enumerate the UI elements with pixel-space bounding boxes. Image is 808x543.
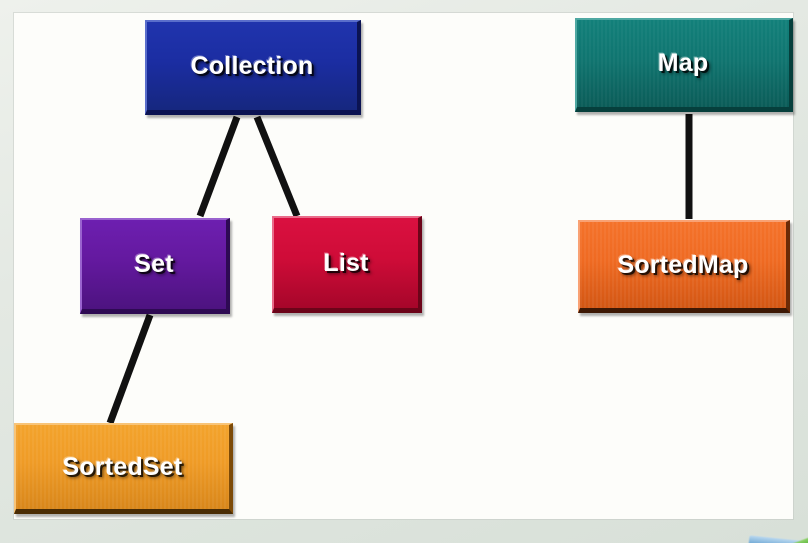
node-list[interactable]: List xyxy=(272,216,422,313)
diagram-canvas: Collection Map Set List SortedMap Sorted… xyxy=(14,13,793,519)
edge-collection-set xyxy=(196,115,241,218)
node-sortedset[interactable]: SortedSet xyxy=(14,423,233,514)
node-collection[interactable]: Collection xyxy=(145,20,361,115)
node-collection-label: Collection xyxy=(190,51,314,80)
node-map-label: Map xyxy=(657,49,709,77)
node-sortedset-label: SortedSet xyxy=(62,452,183,481)
node-set-label: Set xyxy=(134,250,174,278)
node-list-label: List xyxy=(323,248,369,277)
edge-collection-list xyxy=(253,115,301,218)
node-set[interactable]: Set xyxy=(80,218,230,314)
node-sortedmap[interactable]: SortedMap xyxy=(578,220,790,313)
node-sortedmap-label: SortedMap xyxy=(617,250,749,279)
edge-set-sortedset xyxy=(106,313,154,425)
node-map[interactable]: Map xyxy=(575,18,793,112)
